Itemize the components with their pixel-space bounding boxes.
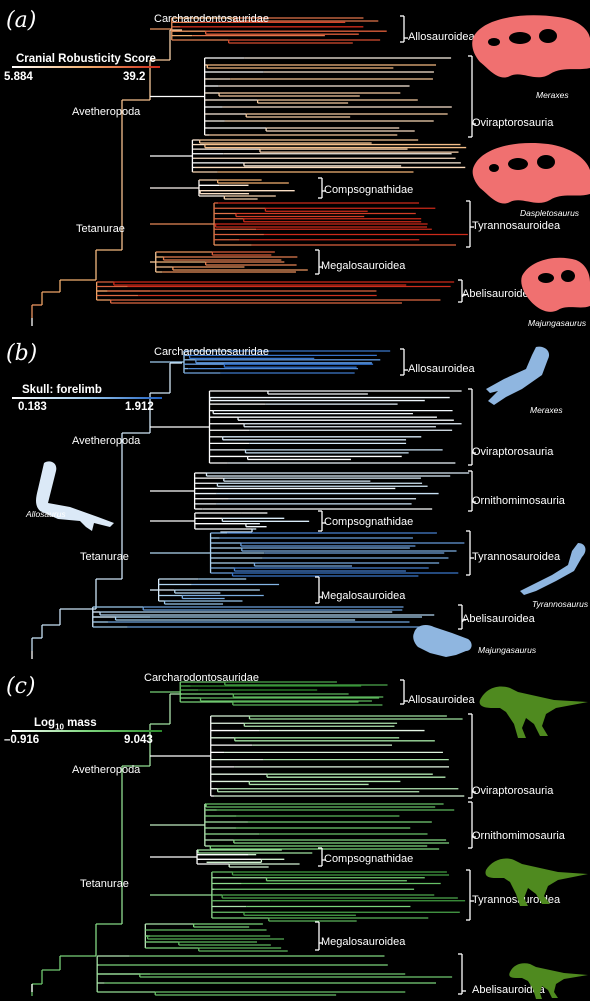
node-label-carcharodontosauridae: Carcharodontosauridae xyxy=(154,346,269,358)
node-label-carcharodontosauridae: Carcharodontosauridae xyxy=(154,13,269,25)
clade-label-oviraptorosauria: Oviraptorosauria xyxy=(472,117,553,129)
legend-min: –0.916 xyxy=(4,734,39,746)
legend-min: 0.183 xyxy=(18,401,47,413)
node-label-tetanurae: Tetanurae xyxy=(80,551,129,563)
genus-label-meraxes: Meraxes xyxy=(536,90,569,100)
clade-label-tyrannosauroidea: Tyrannosauroidea xyxy=(472,220,560,232)
legend-max: 9.043 xyxy=(124,734,153,746)
legend-color-bar xyxy=(12,397,162,399)
clade-label-oviraptorosauria: Oviraptorosauria xyxy=(472,785,553,797)
clade-label-allosauroidea: Allosauroidea xyxy=(408,31,475,43)
clade-label-compsognathidae: Compsognathidae xyxy=(324,184,413,196)
skull-icon xyxy=(468,8,590,88)
legend-max: 1.912 xyxy=(125,401,154,413)
panel-letter: (c) xyxy=(6,674,36,699)
genus-label-allosaurus: Allosaurus xyxy=(26,509,66,519)
legend-color-bar xyxy=(12,730,162,732)
forelimb-icon xyxy=(516,541,588,601)
genus-label-tyrannosaurus: Tyrannosaurus xyxy=(532,599,588,609)
panel-c: (c) Log10 mass –0.916 9.043 Carcharodont… xyxy=(0,666,590,1001)
genus-label-majungasaurus: Majungasaurus xyxy=(528,318,586,328)
forelimb-icon xyxy=(412,621,474,661)
clade-label-ornithomimosauria: Ornithomimosauria xyxy=(472,495,565,507)
forelimb-icon xyxy=(28,459,118,535)
clade-label-ornithomimosauria: Ornithomimosauria xyxy=(472,830,565,842)
clade-label-megalosauroidea: Megalosauroidea xyxy=(321,590,405,602)
legend-title: Cranial Robusticity Score xyxy=(16,53,156,65)
node-label-avetheropoda: Avetheropoda xyxy=(72,764,140,776)
skull-icon xyxy=(520,252,590,316)
genus-label-meraxes: Meraxes xyxy=(530,405,563,415)
clade-label-allosauroidea: Allosauroidea xyxy=(408,363,475,375)
clade-label-megalosauroidea: Megalosauroidea xyxy=(321,260,405,272)
clade-label-megalosauroidea: Megalosauroidea xyxy=(321,936,405,948)
legend-title: Skull: forelimb xyxy=(22,384,102,396)
clade-label-oviraptorosauria: Oviraptorosauria xyxy=(472,446,553,458)
legend-color-bar xyxy=(12,66,160,68)
panel-b: (b) Skull: forelimb 0.183 1.912 Carcharo… xyxy=(0,333,590,666)
node-label-tetanurae: Tetanurae xyxy=(76,223,125,235)
genus-label-majungasaurus: Majungasaurus xyxy=(478,645,536,655)
forelimb-icon xyxy=(482,345,558,411)
node-label-carcharodontosauridae: Carcharodontosauridae xyxy=(144,672,259,684)
theropod-silhouette-icon xyxy=(482,852,590,908)
clade-label-allosauroidea: Allosauroidea xyxy=(408,694,475,706)
panel-letter: (b) xyxy=(6,341,37,366)
node-label-avetheropoda: Avetheropoda xyxy=(72,435,140,447)
panel-letter: (a) xyxy=(6,8,36,33)
theropod-silhouette-icon xyxy=(476,678,590,740)
skull-icon xyxy=(470,136,590,212)
clade-label-compsognathidae: Compsognathidae xyxy=(324,853,413,865)
clade-label-compsognathidae: Compsognathidae xyxy=(324,516,413,528)
panel-a: (a) Cranial Robusticity Score 5.884 39.2… xyxy=(0,0,590,333)
legend-min: 5.884 xyxy=(4,71,33,83)
node-label-tetanurae: Tetanurae xyxy=(80,878,129,890)
theropod-silhouette-icon xyxy=(506,958,590,1000)
node-label-avetheropoda: Avetheropoda xyxy=(72,106,140,118)
genus-label-daspletosaurus: Daspletosaurus xyxy=(520,208,579,218)
legend-max: 39.2 xyxy=(123,71,145,83)
